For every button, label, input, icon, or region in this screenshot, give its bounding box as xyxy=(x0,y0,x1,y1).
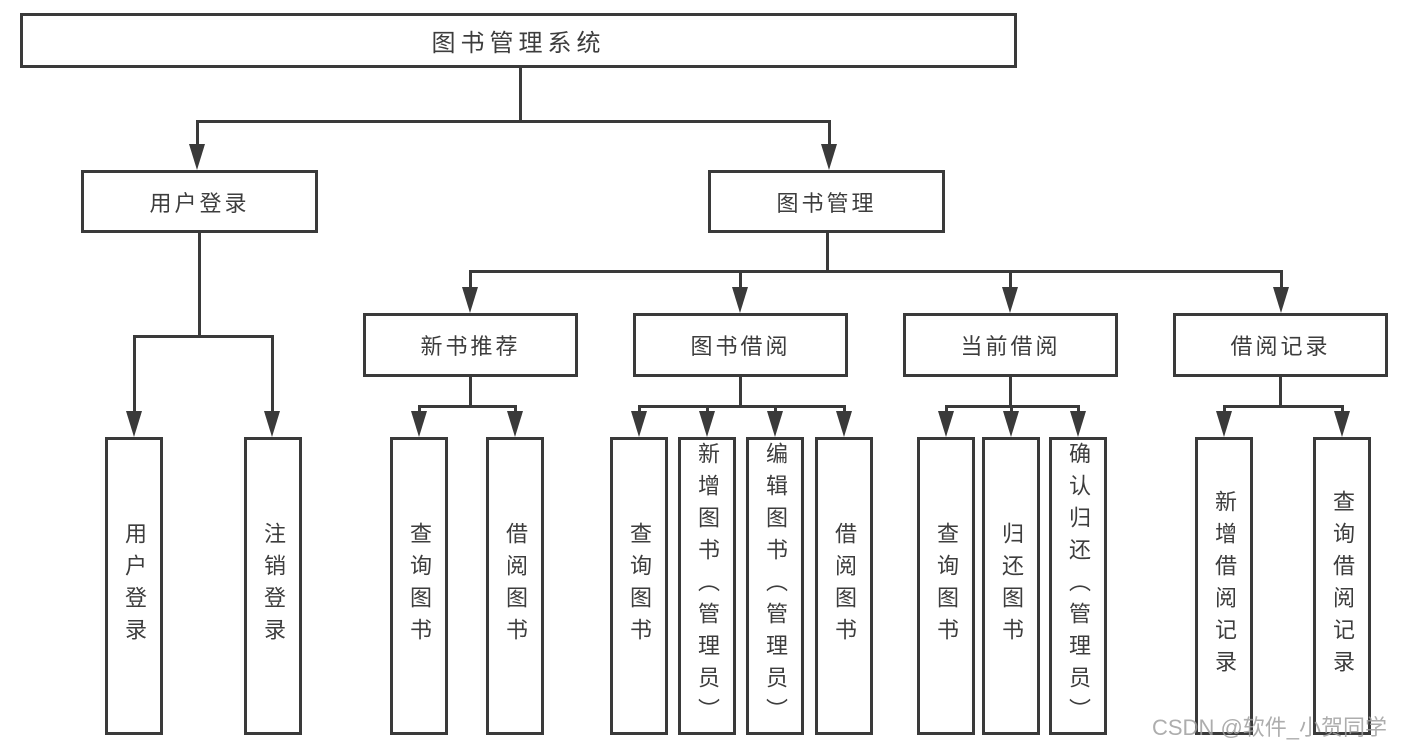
connector-line xyxy=(1008,270,1012,289)
node-label: 编辑图书（管理员） xyxy=(763,442,788,730)
connector-line xyxy=(468,377,472,405)
connector-line xyxy=(637,405,846,408)
connector-line xyxy=(468,270,1283,273)
node-edit-books-admin-leaf: 编辑图书（管理员） xyxy=(746,437,804,735)
connector-line xyxy=(417,405,517,408)
node-label: 图书管理系统 xyxy=(431,30,606,57)
connector-arrow-down xyxy=(699,411,715,437)
node-label: 查询图书 xyxy=(934,522,959,650)
connector-arrow-down xyxy=(938,411,954,437)
node-label: 借阅图书 xyxy=(503,522,528,650)
connector-arrow-down xyxy=(264,411,280,437)
connector-line xyxy=(132,335,274,338)
connector-line xyxy=(944,405,1080,408)
connector-arrow-down xyxy=(1070,411,1086,437)
connector-line xyxy=(132,335,136,413)
node-label: 当前借阅 xyxy=(960,334,1061,359)
node-label: 用户登录 xyxy=(149,190,250,216)
connector-line xyxy=(637,405,641,413)
connector-line xyxy=(513,405,517,413)
node-label: 图书借阅 xyxy=(690,334,791,359)
node-book-borrow: 图书借阅 xyxy=(633,313,848,377)
connector-line xyxy=(1076,405,1080,413)
node-label: 新书推荐 xyxy=(420,334,521,359)
node-user-login: 用户登录 xyxy=(81,170,318,233)
node-borrow-books-leaf: 借阅图书 xyxy=(486,437,544,735)
connector-line xyxy=(195,120,199,146)
connector-arrow-down xyxy=(821,144,837,170)
connector-arrow-down xyxy=(767,411,783,437)
connector-line xyxy=(773,405,777,413)
connector-arrow-down xyxy=(836,411,852,437)
connector-arrow-down xyxy=(1003,411,1019,437)
connector-line xyxy=(1279,270,1283,289)
connector-line xyxy=(842,405,846,413)
node-label: 查询图书 xyxy=(407,522,432,650)
node-query-books-leaf: 查询图书 xyxy=(610,437,668,735)
node-query-books-leaf: 查询图书 xyxy=(390,437,448,735)
node-borrow-records: 借阅记录 xyxy=(1173,313,1388,377)
connector-line xyxy=(468,270,472,289)
connector-line xyxy=(1009,405,1013,413)
connector-line xyxy=(738,270,742,289)
node-label: 查询图书 xyxy=(627,522,652,650)
node-label: 确认归还（管理员） xyxy=(1066,442,1091,730)
node-label: 查询借阅记录 xyxy=(1330,490,1355,682)
node-book-management: 图书管理 xyxy=(708,170,945,233)
connector-arrow-down xyxy=(507,411,523,437)
connector-line xyxy=(1008,377,1012,405)
connector-arrow-down xyxy=(1273,287,1289,313)
connector-line xyxy=(417,405,421,413)
connector-arrow-down xyxy=(732,287,748,313)
node-borrow-books-leaf: 借阅图书 xyxy=(815,437,873,735)
node-label: 归还图书 xyxy=(999,522,1024,650)
node-label: 借阅图书 xyxy=(832,522,857,650)
node-label: 注销登录 xyxy=(261,522,286,650)
connector-line xyxy=(195,120,831,123)
node-add-books-admin-leaf: 新增图书（管理员） xyxy=(678,437,736,735)
connector-line xyxy=(518,68,522,120)
connector-line xyxy=(705,405,709,413)
connector-arrow-down xyxy=(126,411,142,437)
connector-arrow-down xyxy=(1216,411,1232,437)
connector-line xyxy=(738,377,742,405)
node-return-books-leaf: 归还图书 xyxy=(982,437,1040,735)
connector-line xyxy=(197,233,201,335)
node-label: 新增借阅记录 xyxy=(1212,490,1237,682)
node-library-management-system: 图书管理系统 xyxy=(20,13,1017,68)
connector-line xyxy=(825,233,829,270)
node-label: 图书管理 xyxy=(776,190,877,216)
connector-arrow-down xyxy=(1334,411,1350,437)
connector-line xyxy=(944,405,948,413)
connector-line xyxy=(1222,405,1226,413)
connector-line xyxy=(827,120,831,146)
connector-arrow-down xyxy=(631,411,647,437)
node-query-books-leaf: 查询图书 xyxy=(917,437,975,735)
connector-arrow-down xyxy=(189,144,205,170)
connector-arrow-down xyxy=(411,411,427,437)
watermark: CSDN @软件_小贺同学 xyxy=(1152,715,1388,740)
node-add-borrow-record-leaf: 新增借阅记录 xyxy=(1195,437,1253,735)
node-query-borrow-record-leaf: 查询借阅记录 xyxy=(1313,437,1371,735)
connector-line xyxy=(1278,377,1282,405)
node-label: 借阅记录 xyxy=(1230,334,1331,359)
node-new-book-recommend: 新书推荐 xyxy=(363,313,578,377)
node-user-login-leaf: 用户登录 xyxy=(105,437,163,735)
connector-arrow-down xyxy=(1002,287,1018,313)
node-label: 用户登录 xyxy=(122,522,147,650)
connector-line xyxy=(1340,405,1344,413)
node-label: 新增图书（管理员） xyxy=(695,442,720,730)
node-confirm-return-admin-leaf: 确认归还（管理员） xyxy=(1049,437,1107,735)
connector-line xyxy=(270,335,274,413)
connector-arrow-down xyxy=(462,287,478,313)
node-current-borrow: 当前借阅 xyxy=(903,313,1118,377)
node-logout-leaf: 注销登录 xyxy=(244,437,302,735)
connector-line xyxy=(1222,405,1344,408)
